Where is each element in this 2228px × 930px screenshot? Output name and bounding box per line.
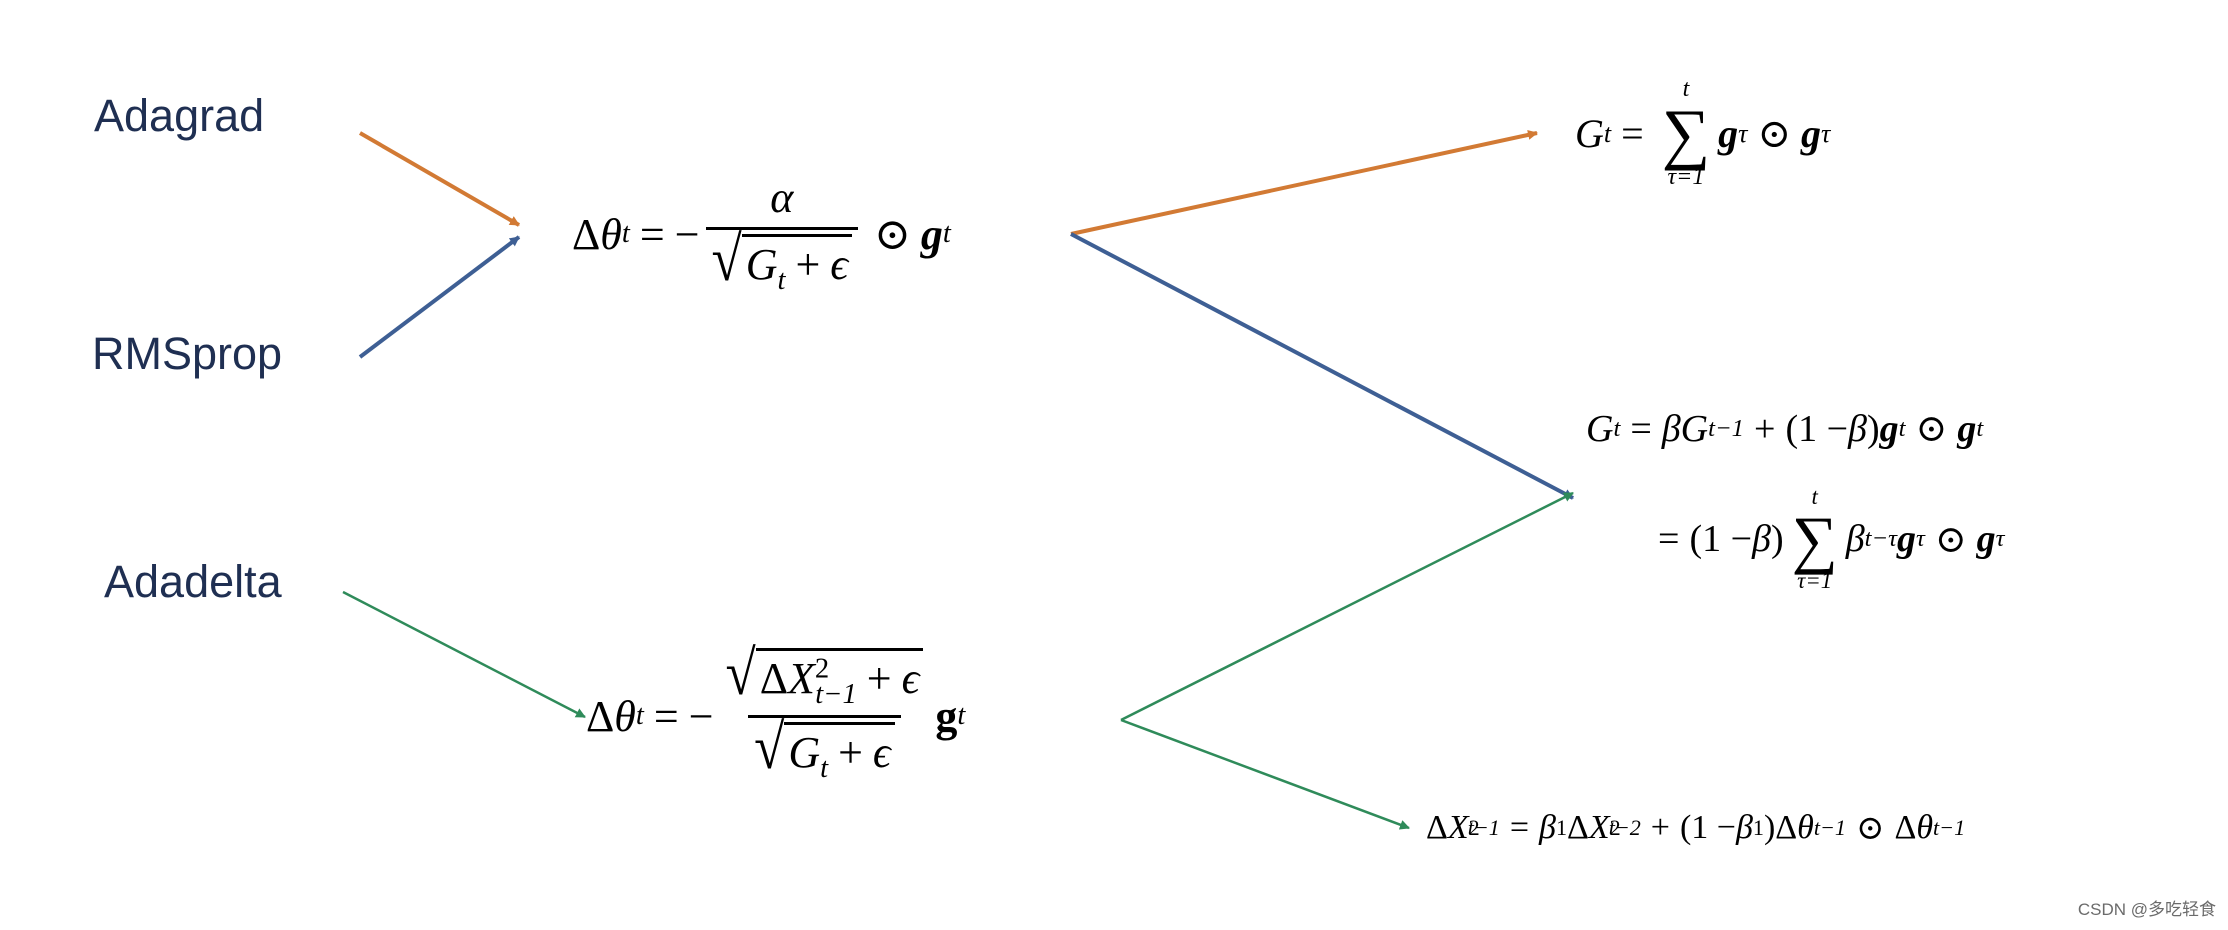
arrow-update-to-rmsprop-accumulator: [1070, 232, 1574, 500]
arrow-adadelta-to-update: [342, 590, 586, 719]
arrow-update-to-adagrad-accumulator: [1070, 130, 1538, 236]
arrow-adadelta-update-to-rmsprop-accumulator: [1120, 491, 1574, 722]
arrow-rmsprop-to-update: [358, 235, 521, 359]
label-rmsprop: RMSprop: [92, 328, 283, 379]
label-adagrad: Adagrad: [94, 90, 265, 141]
arrow-adadelta-update-to-deltax-accumulator: [1120, 718, 1410, 830]
watermark: CSDN @多吃轻食: [2077, 900, 2216, 919]
arrow-adagrad-to-update: [358, 131, 521, 227]
label-adadelta: Adadelta: [104, 556, 282, 607]
